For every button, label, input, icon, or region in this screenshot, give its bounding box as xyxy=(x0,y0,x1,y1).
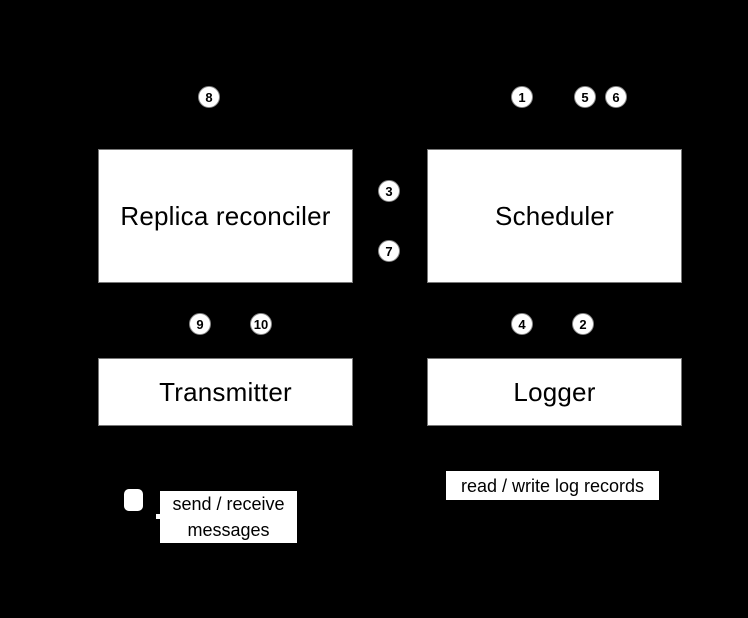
step-marker-4: 4 xyxy=(511,313,533,335)
step-marker-2: 2 xyxy=(572,313,594,335)
step-marker-9: 9 xyxy=(189,313,211,335)
node-replica-reconciler-label: Replica reconciler xyxy=(120,200,331,231)
node-logger: Logger xyxy=(427,358,682,426)
arrow-remnant-blob xyxy=(124,489,143,511)
annotation-send-receive-messages: send / receive messages xyxy=(160,491,297,543)
step-marker-8: 8 xyxy=(198,86,220,108)
node-transmitter: Transmitter xyxy=(98,358,353,426)
node-scheduler: Scheduler xyxy=(427,149,682,283)
arrow-remnant-dash xyxy=(156,514,160,519)
step-marker-1: 1 xyxy=(511,86,533,108)
node-logger-label: Logger xyxy=(513,376,596,407)
annotation-read-write-log-records: read / write log records xyxy=(446,471,659,500)
node-scheduler-label: Scheduler xyxy=(495,200,614,231)
step-marker-7: 7 xyxy=(378,240,400,262)
step-marker-5: 5 xyxy=(574,86,596,108)
node-replica-reconciler: Replica reconciler xyxy=(98,149,353,283)
node-transmitter-label: Transmitter xyxy=(159,376,292,407)
step-marker-3: 3 xyxy=(378,180,400,202)
step-marker-10: 10 xyxy=(250,313,272,335)
step-marker-6: 6 xyxy=(605,86,627,108)
